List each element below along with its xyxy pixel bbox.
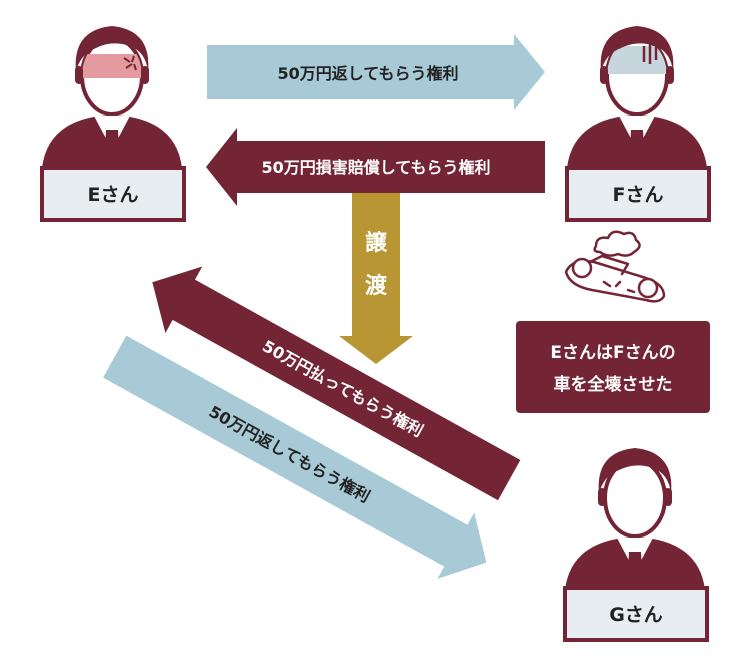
- person-g-figure: [565, 448, 705, 596]
- person-e: Eさん: [40, 26, 186, 222]
- person-g-label: Gさん: [609, 604, 663, 626]
- person-f: Fさん: [565, 26, 711, 222]
- wrecked-car-icon: [564, 230, 666, 303]
- arrow-e-to-f-label: 50万円返してもらう権利: [278, 64, 459, 83]
- arrow-e-to-g-label: 50万円返してもらう権利: [206, 402, 374, 506]
- anger-mark-icon: [123, 55, 137, 71]
- person-e-figure: [42, 26, 182, 174]
- person-e-label: Eさん: [88, 184, 139, 206]
- note-line-2: 車を全壊させた: [554, 374, 673, 395]
- person-e-nameplate: [40, 166, 186, 222]
- gloom-lines-icon: [642, 44, 658, 64]
- person-f-figure: [567, 26, 707, 174]
- person-f-nameplate: [565, 166, 711, 222]
- person-f-label: Fさん: [613, 184, 664, 206]
- note-box: EさんはFさんの 車を全壊させた: [516, 321, 710, 413]
- transfer-label-char2: 渡: [365, 273, 388, 299]
- arrow-f-to-e-label: 50万円損害賠償してもらう権利: [262, 158, 491, 177]
- transfer-label-char1: 譲: [365, 230, 388, 256]
- person-g: Gさん: [563, 448, 709, 642]
- note-line-1: EさんはFさんの: [550, 343, 675, 363]
- angry-blush-icon: [82, 54, 142, 78]
- person-g-nameplate: [563, 586, 709, 642]
- arrow-e-to-f: 50万円返してもらう権利: [207, 34, 545, 110]
- transfer-arrow: 譲 渡: [339, 193, 413, 364]
- arrow-f-to-e: 50万円損害賠償してもらう権利: [206, 128, 545, 206]
